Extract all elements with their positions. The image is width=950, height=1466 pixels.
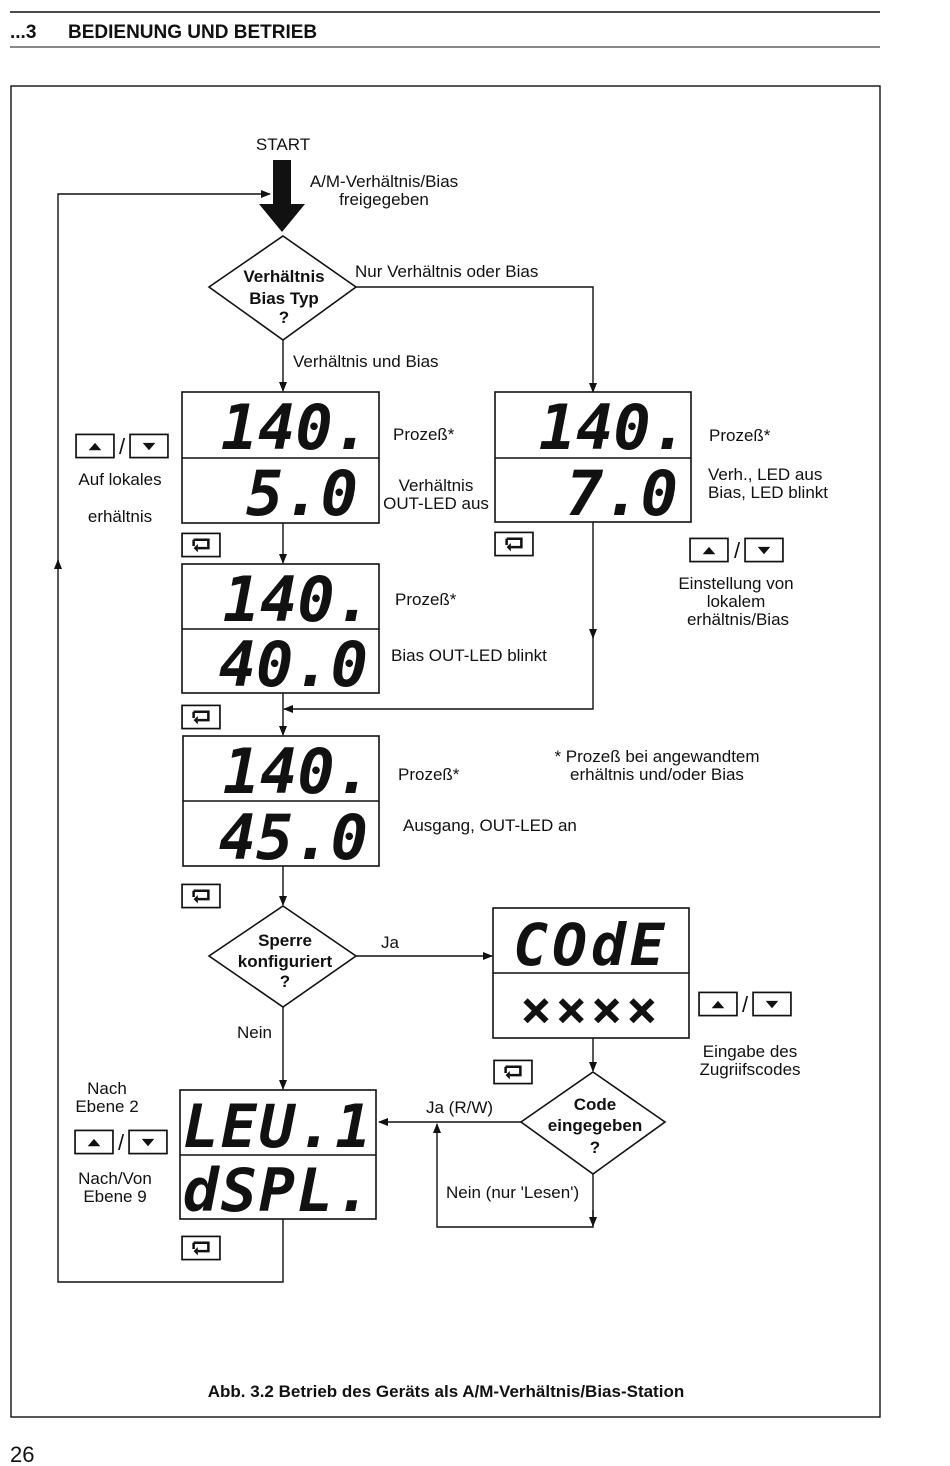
label-process-d4: Prozeß* <box>398 765 460 784</box>
start-label: START <box>256 135 310 154</box>
scroll-key-icon <box>181 1235 221 1261</box>
note-set-local-line2: lokalem <box>707 592 766 611</box>
start-note-line1: A/M-Verhältnis/Bias <box>310 172 458 191</box>
note-local-ratio-line1: Auf lokales <box>78 470 161 489</box>
label-output-led-d4: Ausgang, OUT-LED an <box>403 816 577 835</box>
label-bias-led-d3: Bias OUT-LED blinkt <box>391 646 547 665</box>
note-set-local-line1: Einstellung von <box>678 574 793 593</box>
note-set-local-line3: erhältnis/Bias <box>687 610 789 629</box>
scroll-key-icon <box>181 883 221 909</box>
page-number: 26 <box>10 1442 34 1466</box>
connector-loop-top <box>57 190 271 562</box>
decision-code-line2: eingegeben <box>548 1116 642 1135</box>
display-d4-bottom: 45.0 <box>219 801 368 874</box>
footnote-line1: * Prozeß bei angewandtem <box>554 747 759 766</box>
label-process-d3: Prozeß* <box>395 590 457 609</box>
down-key-icon <box>744 537 784 563</box>
up-key-icon <box>75 433 115 459</box>
decision-code-line3: ? <box>590 1138 600 1157</box>
key-separator: / <box>119 434 126 459</box>
branch-lock-yes: Ja <box>381 933 400 952</box>
scroll-key-icon <box>181 704 221 730</box>
section-number: ...3 <box>10 22 36 43</box>
figure-caption: Abb. 3.2 Betrieb des Geräts als A/M-Verh… <box>208 1382 684 1401</box>
scroll-key-icon <box>181 532 221 558</box>
down-key-icon <box>129 433 169 459</box>
note-to-level2-line1: Nach <box>87 1079 127 1098</box>
start-arrow-icon <box>259 160 305 232</box>
up-key-icon <box>689 537 729 563</box>
note-enter-code-line1: Eingabe des <box>703 1042 798 1061</box>
display-ratio-or-bias <box>494 391 692 523</box>
branch-code-no: Nein (nur 'Lesen') <box>446 1183 579 1202</box>
display-d1-top: 140. <box>221 391 370 464</box>
up-key-icon <box>74 1129 114 1155</box>
decision-ratio-type-line1: Verhältnis <box>243 267 324 286</box>
footnote-line2: erhältnis und/oder Bias <box>570 765 744 784</box>
display-d3-top: 140. <box>223 563 372 636</box>
connector-d2-merge <box>283 636 594 713</box>
branch-ratio-or-bias: Nur Verhältnis oder Bias <box>355 262 538 281</box>
decision-lock-line2: konfiguriert <box>238 952 333 971</box>
branch-code-yes: Ja (R/W) <box>426 1098 493 1117</box>
display-d1-bottom: 5.0 <box>246 457 358 530</box>
connector-code-no <box>433 1123 594 1228</box>
display-d3-bottom: 40.0 <box>219 628 368 701</box>
connector-ratio-or-bias <box>356 286 597 393</box>
display-level-bottom: dSPL. <box>183 1156 374 1226</box>
label-bias-led-d2: Bias, LED blinkt <box>708 483 828 502</box>
note-local-ratio-line2: erhältnis <box>88 507 152 526</box>
label-process-d2: Prozeß* <box>709 426 771 445</box>
note-to-level9-line2: Ebene 9 <box>83 1187 146 1206</box>
display-d4-top: 140. <box>223 735 372 808</box>
key-separator: / <box>734 538 741 563</box>
connector-loop-back <box>54 559 284 1283</box>
down-key-icon <box>128 1129 168 1155</box>
branch-lock-no: Nein <box>237 1023 272 1042</box>
label-process-d1: Prozeß* <box>393 425 455 444</box>
branch-ratio-and-bias: Verhältnis und Bias <box>293 352 439 371</box>
scroll-key-icon <box>494 531 534 557</box>
start-note-line2: freigegeben <box>339 190 429 209</box>
key-separator: / <box>742 992 749 1017</box>
display-code-top: COdE <box>513 911 669 979</box>
note-to-level9-line1: Nach/Von <box>78 1169 152 1188</box>
display-d2-bottom: 7.0 <box>566 457 678 530</box>
section-title: BEDIENUNG UND BETRIEB <box>68 22 317 43</box>
decision-ratio-type-line2: Bias Typ <box>249 289 319 308</box>
label-ratio-led-d2: Verh., LED aus <box>708 465 822 484</box>
scroll-key-icon <box>493 1059 533 1085</box>
key-separator: / <box>118 1130 125 1155</box>
note-to-level2-line2: Ebene 2 <box>75 1097 138 1116</box>
display-level-top: LEU.1 <box>183 1092 374 1162</box>
decision-ratio-type-line3: ? <box>279 308 289 327</box>
note-enter-code-line2: Zugriifscodes <box>699 1060 800 1079</box>
up-key-icon <box>698 991 738 1017</box>
down-key-icon <box>752 991 792 1017</box>
decision-lock-line1: Sperre <box>258 931 312 950</box>
label-ratio-d1: Verhältnis <box>399 476 474 495</box>
display-code-bottom: ×××× <box>520 980 661 1040</box>
display-d2-top: 140. <box>539 391 688 464</box>
decision-code-line1: Code <box>574 1095 617 1114</box>
figure-frame <box>10 85 881 1418</box>
decision-lock-line3: ? <box>280 972 290 991</box>
label-out-led-d1: OUT-LED aus <box>383 494 489 513</box>
